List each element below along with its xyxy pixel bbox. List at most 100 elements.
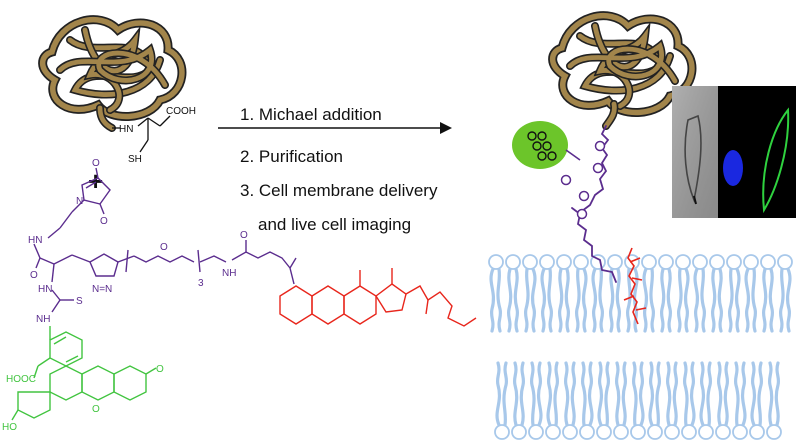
lipid-head [766,424,782,440]
lipid-tail [614,361,628,427]
lipid-tail [744,267,758,333]
thiourea-nh-label: NH [36,314,50,325]
lipid-head [494,424,510,440]
lipid-tail [506,267,520,333]
fluorescein-structure [11,326,157,421]
protein-coil-icon [38,15,187,132]
lipid-head [743,254,759,270]
lipid-head [511,424,527,440]
lipid-head [596,424,612,440]
step-1-label: 1. Michael addition [240,105,382,124]
succinate-o-label: O [240,230,248,241]
lipid-tail [580,361,594,427]
lipid-head [522,254,538,270]
lipid-tail [716,361,730,427]
product-cholesterol-anchor [623,247,647,325]
lipid-head [505,254,521,270]
lipid-head [488,254,504,270]
arrow-right-icon [218,122,452,134]
step-3-cont-label: and live cell imaging [258,215,411,234]
lipid-tail [676,267,690,333]
lipid-tail [648,361,662,427]
succinate-nh-label: NH [222,268,236,279]
lipid-head [675,254,691,270]
lipid-tail [557,267,571,333]
lipid-head [607,254,623,270]
triazole-n-label: N=N [92,284,112,295]
lipid-tail [682,361,696,427]
fluorescein-hooc-label: HOOC [6,374,36,385]
fluorescein-ring-o-label: O [92,404,100,415]
lipid-head [579,424,595,440]
lipid-tail [625,267,639,333]
cysteine-structure [112,115,171,153]
lipid-head [681,424,697,440]
lipid-tail [699,361,713,427]
lipid-tail [750,361,764,427]
lipid-tail [540,267,554,333]
lipid-head [545,424,561,440]
lipid-tail [733,361,747,427]
protein-coil-product-icon [548,11,697,130]
lipid-tail [591,267,605,333]
lipid-head [715,424,731,440]
linker-structure [33,167,297,313]
lipid-tail [495,361,509,427]
lipid-tail [574,267,588,333]
lipid-tail [693,267,707,333]
lipid-head [692,254,708,270]
lipid-head [528,424,544,440]
lipid-head [573,254,589,270]
fluorescein-bead-icon [512,121,581,169]
lipid-tail [710,267,724,333]
lipid-head [647,424,663,440]
lipid-tail [489,267,503,333]
lipid-tail [563,361,577,427]
peg-repeat-label: 3 [198,278,204,289]
lipid-tail [631,361,645,427]
lipid-tail [727,267,741,333]
lipid-head [732,424,748,440]
peg-o-label: O [160,242,168,253]
cholesterol-structure [279,268,477,327]
lipid-tail [778,267,792,333]
thiourea-hn-label: HN [38,284,52,295]
lipid-head [709,254,725,270]
product-linker-chain [571,125,617,283]
maleimide-n: N [76,196,83,207]
lipid-tail [761,267,775,333]
lipid-head [630,424,646,440]
lipid-tail [546,361,560,427]
maleimide-o-bottom: O [100,216,108,227]
step-2-label: 2. Purification [240,147,343,166]
lipid-tail [523,267,537,333]
step-3-label: 3. Cell membrane delivery [240,181,438,200]
lipid-bilayer-icon [488,254,793,440]
plus-sign: + [88,166,103,196]
thiourea-s-label: S [76,296,83,307]
lipid-tail [529,361,543,427]
lipid-head [664,424,680,440]
lipid-tail [665,361,679,427]
lipid-tail [659,267,673,333]
lipid-head [749,424,765,440]
amide-hn-label: HN [28,235,42,246]
fluorescein-ketone-label: O [156,364,164,375]
cysteine-hn-label: HN [119,124,133,135]
cysteine-sh-label: SH [128,154,142,165]
lipid-head [562,424,578,440]
lipid-tail [608,267,622,333]
lipid-head [760,254,776,270]
amide-o-label: O [30,270,38,281]
lipid-head [556,254,572,270]
lipid-head [539,254,555,270]
lipid-head [658,254,674,270]
maleimide-o-top: O [92,158,100,169]
lipid-tail [642,267,656,333]
cysteine-cooh-label: COOH [166,106,196,117]
lipid-tail [597,361,611,427]
lipid-head [777,254,793,270]
product-linker-nodes [560,140,606,220]
lipid-tail [512,361,526,427]
